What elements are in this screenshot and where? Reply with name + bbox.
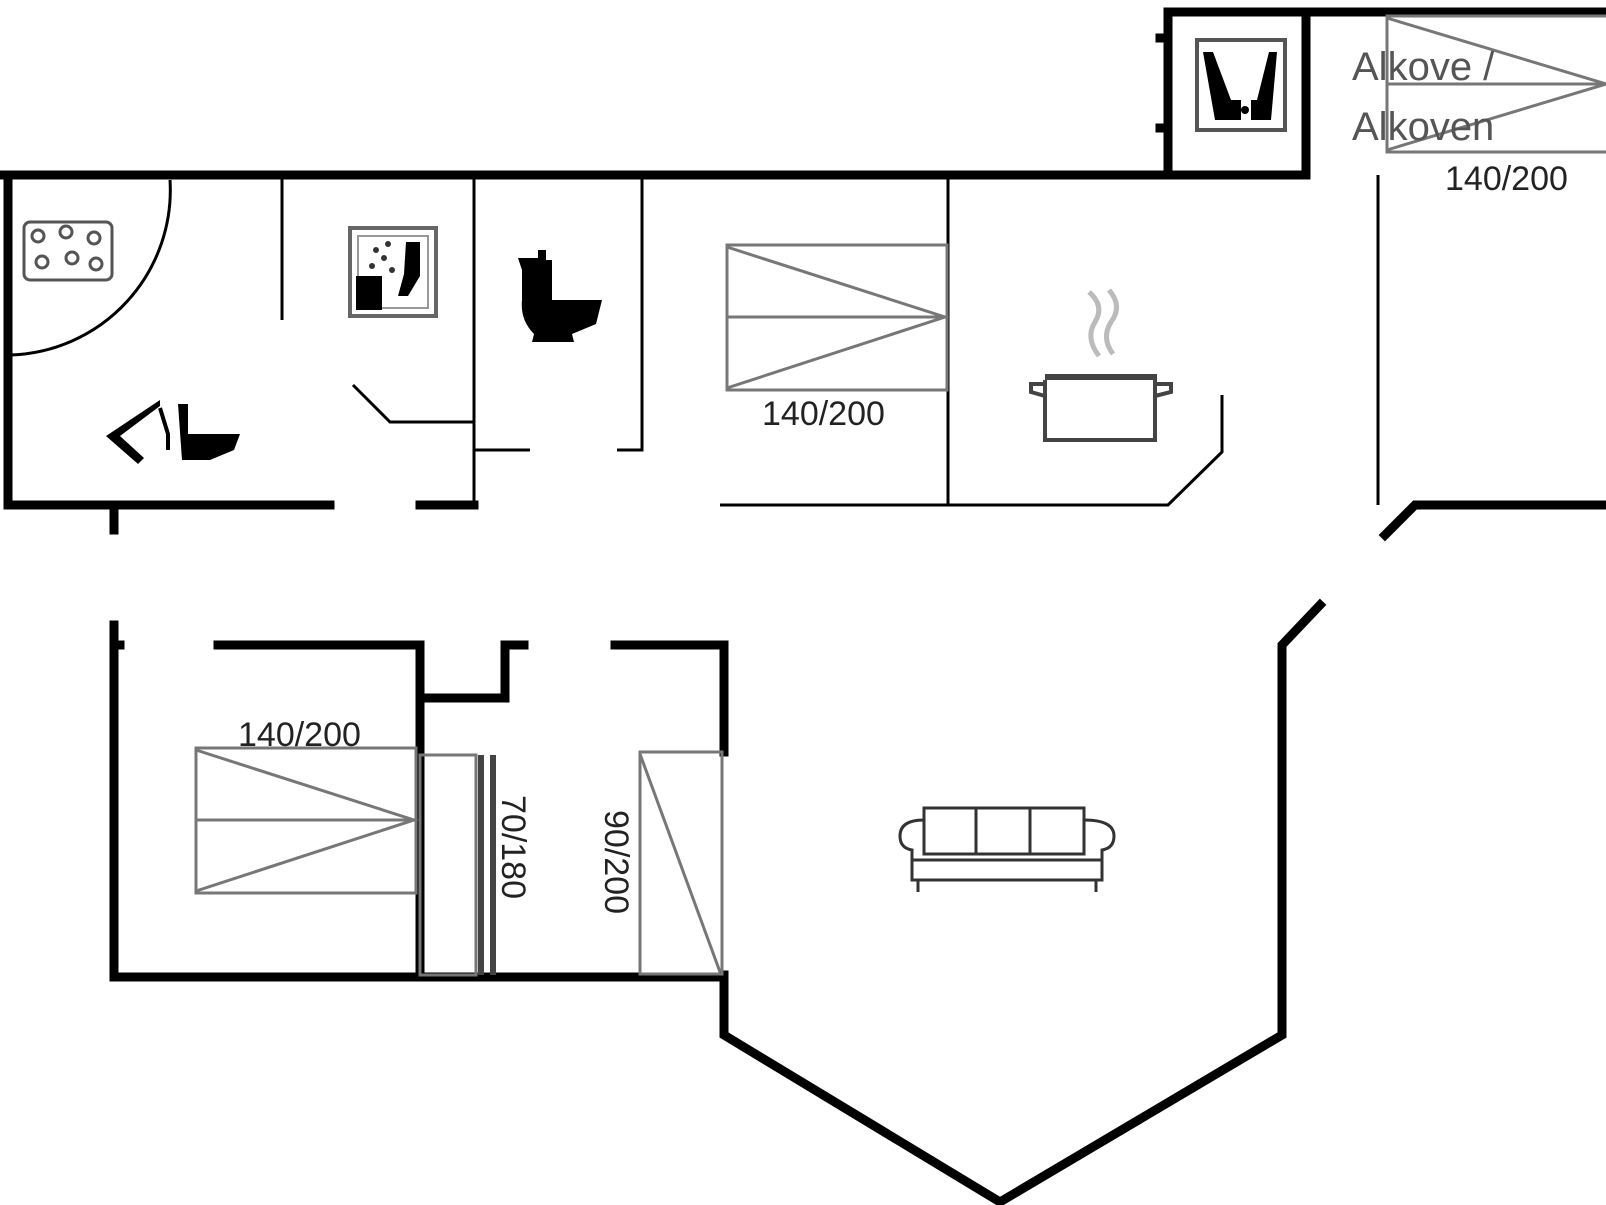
bed-bedroom2: [194, 746, 419, 895]
bedroom2-bed-size: 140/200: [238, 716, 361, 754]
alcove-bed-size: 140/200: [1445, 160, 1568, 198]
bed-alcove: [1385, 14, 1606, 154]
bed-bedroom1: [725, 243, 950, 392]
walls: [0, 7, 1606, 1205]
bedroom1-bed-size: 140/200: [762, 395, 885, 433]
single-bed: [638, 750, 724, 976]
washer-icon: [106, 400, 240, 464]
whirlpool-icon: [22, 220, 114, 282]
alcove-label-line1: Alkove /: [1352, 45, 1495, 89]
alcove-label-line2: Alkoven: [1352, 105, 1494, 149]
interior-walls: [9, 175, 1380, 507]
shower-icon: [348, 226, 438, 318]
toilet-icon: [518, 250, 602, 342]
cooking-pot-icon: [1029, 288, 1173, 442]
sofa-icon: [898, 806, 1116, 892]
sauna-icon: [1195, 38, 1287, 132]
bunk-bed: [418, 753, 496, 977]
bunk-bed-size: 70/180: [494, 795, 532, 899]
single-bed-size: 90/200: [597, 810, 635, 914]
